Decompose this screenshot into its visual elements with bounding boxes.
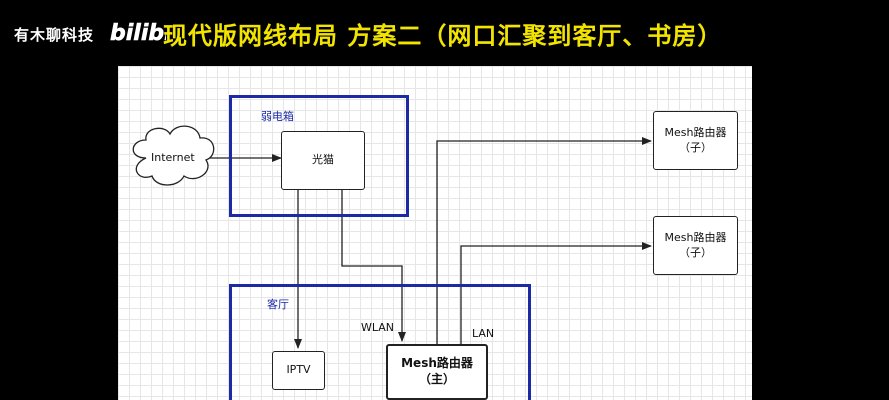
weak-box-zone-label: 弱电箱	[261, 110, 294, 123]
mesh-child-node-2: Mesh路由器 （子）	[653, 216, 738, 275]
modem-label: 光猫	[312, 153, 334, 167]
living-room-zone	[229, 284, 531, 400]
internet-label: Internet	[151, 151, 195, 164]
mesh-main-line2: （主）	[418, 372, 455, 386]
connection-lines	[132, 125, 652, 349]
video-title: 现代版网线布局 方案二（网口汇聚到客厅、书房）	[163, 22, 723, 50]
mesh-main-node: Mesh路由器 （主）	[386, 344, 488, 400]
mesh-child-1-line1: Mesh路由器	[664, 126, 727, 140]
mesh-child-1-line2: （子）	[679, 140, 712, 154]
mesh-child-2-line2: （子）	[679, 245, 712, 259]
mesh-child-node-1: Mesh路由器 （子）	[653, 111, 738, 170]
lan-label: LAN	[472, 327, 495, 340]
internet-cloud-icon	[132, 125, 215, 186]
mesh-child-2-line1: Mesh路由器	[664, 231, 727, 245]
wlan-label: WLAN	[361, 321, 395, 334]
channel-name: 有木聊科技	[14, 26, 95, 44]
living-room-zone-label: 客厅	[267, 298, 289, 311]
svg-text:bilibili: bilibili	[110, 21, 166, 46]
modem-node: 光猫	[281, 131, 365, 190]
edge-mesh-main-child1	[436, 137, 652, 344]
iptv-label: IPTV	[286, 363, 311, 377]
mesh-main-line1: Mesh路由器	[401, 356, 473, 371]
iptv-node: IPTV	[272, 351, 325, 390]
diagram-canvas: Internet 弱电箱 客厅 光猫 Mesh路由器 （子） Mesh路由器 （…	[118, 66, 752, 400]
edge-mesh-main-child2	[460, 242, 652, 344]
bilibili-logo: bilibili	[110, 21, 166, 46]
edge-modem-mesh-main	[341, 190, 406, 342]
weak-box-zone	[229, 95, 409, 217]
